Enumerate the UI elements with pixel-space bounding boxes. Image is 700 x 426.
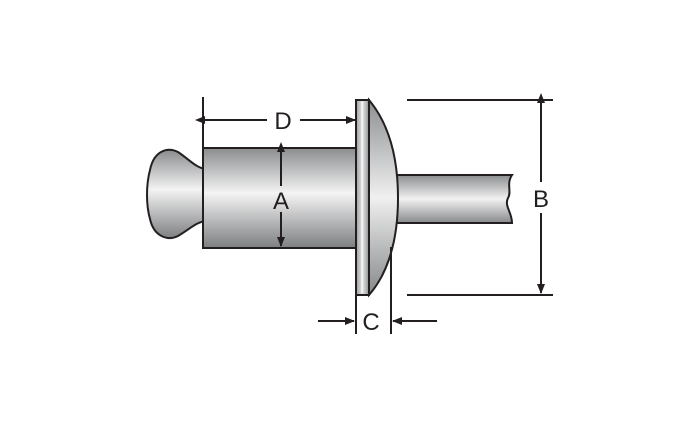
label-a: A (273, 188, 289, 215)
mandrel-shank (391, 174, 514, 224)
rivet-dome-head (368, 97, 400, 298)
dimension-d: D (195, 97, 356, 148)
dimension-c: C (318, 247, 437, 336)
dimension-a: A (273, 142, 289, 247)
dimension-b: B (407, 93, 553, 296)
rivet-flange (355, 99, 370, 296)
label-d: D (274, 108, 291, 135)
label-b: B (533, 186, 549, 213)
label-c: C (362, 309, 379, 336)
mandrel-head (146, 148, 207, 239)
